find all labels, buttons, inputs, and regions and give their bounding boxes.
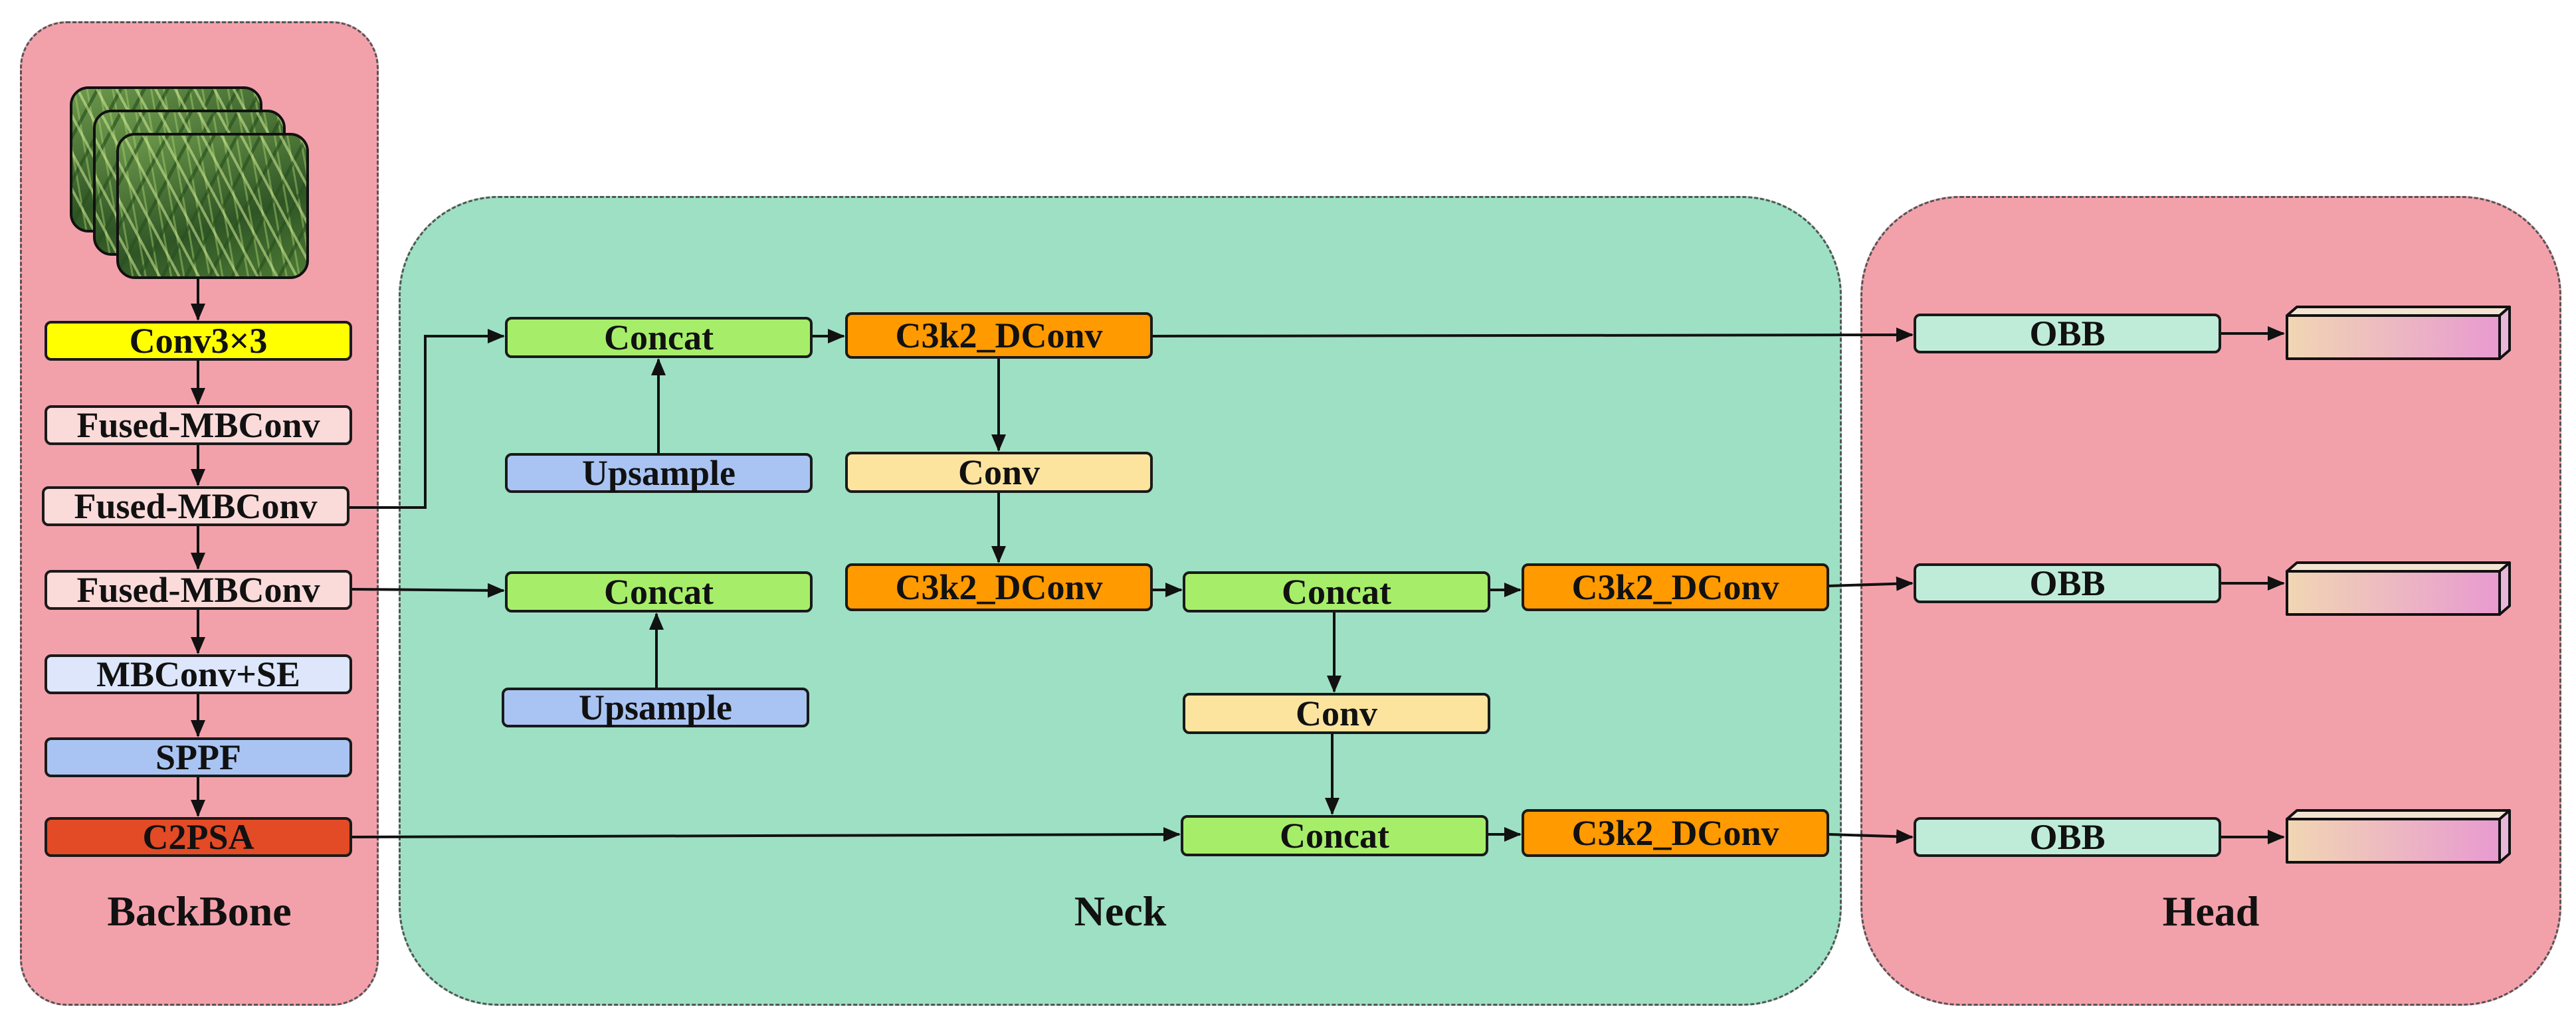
neck-c3k2-mid: C3k2_DConv: [845, 563, 1153, 611]
sppf-block: SPPF: [45, 737, 352, 777]
fused-mbconv-block-3: Fused-MBConv: [45, 570, 352, 610]
neck-concat-mid-2: Concat: [1183, 571, 1490, 612]
neck-c3k2-mid-out: C3k2_DConv: [1522, 563, 1829, 611]
neck-concat-top: Concat: [505, 317, 813, 358]
head-title: Head: [2162, 888, 2260, 935]
fused-mbconv-block-1: Fused-MBConv: [45, 405, 352, 445]
neck-title: Neck: [1074, 888, 1167, 935]
neck-conv-top: Conv: [845, 452, 1153, 493]
neck-concat-bottom: Concat: [1181, 815, 1488, 856]
neck-conv-mid: Conv: [1183, 693, 1490, 734]
head-obb-top: OBB: [1914, 314, 2221, 353]
neck-concat-mid: Concat: [505, 571, 813, 612]
conv3x3-block: Conv3×3: [45, 321, 352, 361]
arrow-fused2-concat-top: [349, 329, 505, 509]
fused-mbconv-block-2: Fused-MBConv: [42, 486, 349, 526]
neck-upsample-top: Upsample: [505, 453, 813, 493]
input-image-front: [116, 133, 309, 279]
arrow-c2psa-concat-bottom: [351, 827, 1181, 842]
c2psa-block: C2PSA: [45, 817, 352, 857]
head-obb-bottom: OBB: [1914, 817, 2221, 857]
neck-c3k2-top: C3k2_DConv: [845, 312, 1153, 359]
neck-c3k2-bottom: C3k2_DConv: [1522, 809, 1829, 857]
arrow-c3k2-obb-top: [1152, 327, 1914, 343]
output-tensor-bottom: [2286, 809, 2511, 864]
output-tensor-top: [2286, 306, 2511, 360]
mbconv-se-block: MBConv+SE: [45, 654, 352, 694]
output-tensor-mid: [2286, 561, 2511, 616]
arrow-c3k2-obb-mid: [1829, 576, 1914, 591]
arrow-c3k2-obb-bottom: [1829, 829, 1914, 844]
arrow-fused3-concat-mid: [351, 583, 505, 598]
head-obb-mid: OBB: [1914, 563, 2221, 603]
neck-upsample-mid: Upsample: [502, 688, 809, 727]
backbone-title: BackBone: [107, 888, 292, 935]
